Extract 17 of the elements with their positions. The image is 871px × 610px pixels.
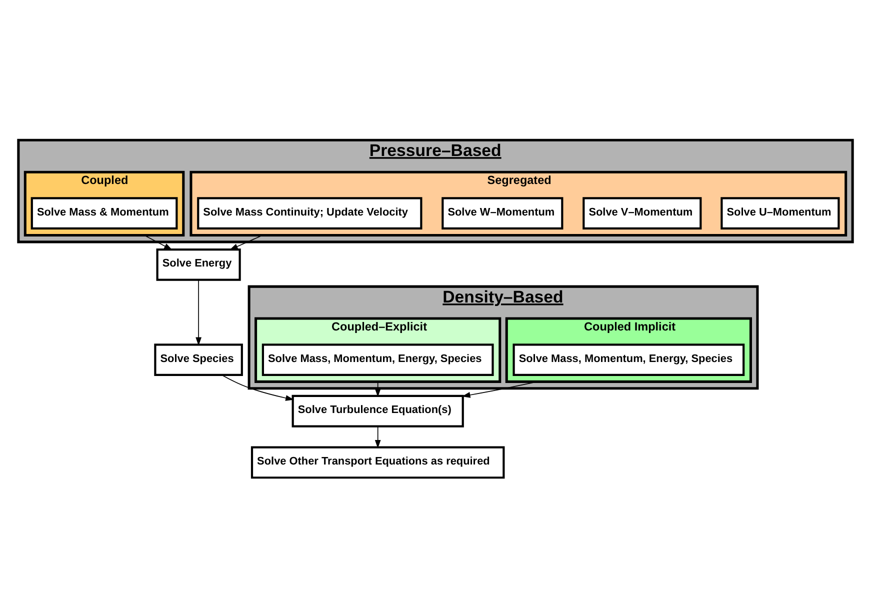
node-box: Solve Mass, Momentum, Energy, Species <box>512 343 745 376</box>
arrow <box>221 374 294 400</box>
node-box: Solve Mass & Momentum <box>30 196 178 230</box>
node-box: Solve Species <box>154 343 243 376</box>
arrow <box>374 425 381 448</box>
node-box: Solve W–Momentum <box>442 196 564 230</box>
arrow <box>144 234 172 250</box>
arrow <box>196 279 202 346</box>
node-box: Solve V–Momentum <box>582 196 702 230</box>
arrow <box>374 380 381 397</box>
node-box: Solve Mass Continuity; Update Velocity <box>197 196 422 230</box>
arrow <box>229 234 263 250</box>
node-box: Solve Mass, Momentum, Energy, Species <box>262 343 494 376</box>
node-box: Solve Turbulence Equation(s) <box>292 394 464 427</box>
node-box: Solve Energy <box>156 248 241 280</box>
node-box: Solve U–Momentum <box>720 196 840 230</box>
node-box: Solve Other Transport Equations as required <box>250 446 505 478</box>
